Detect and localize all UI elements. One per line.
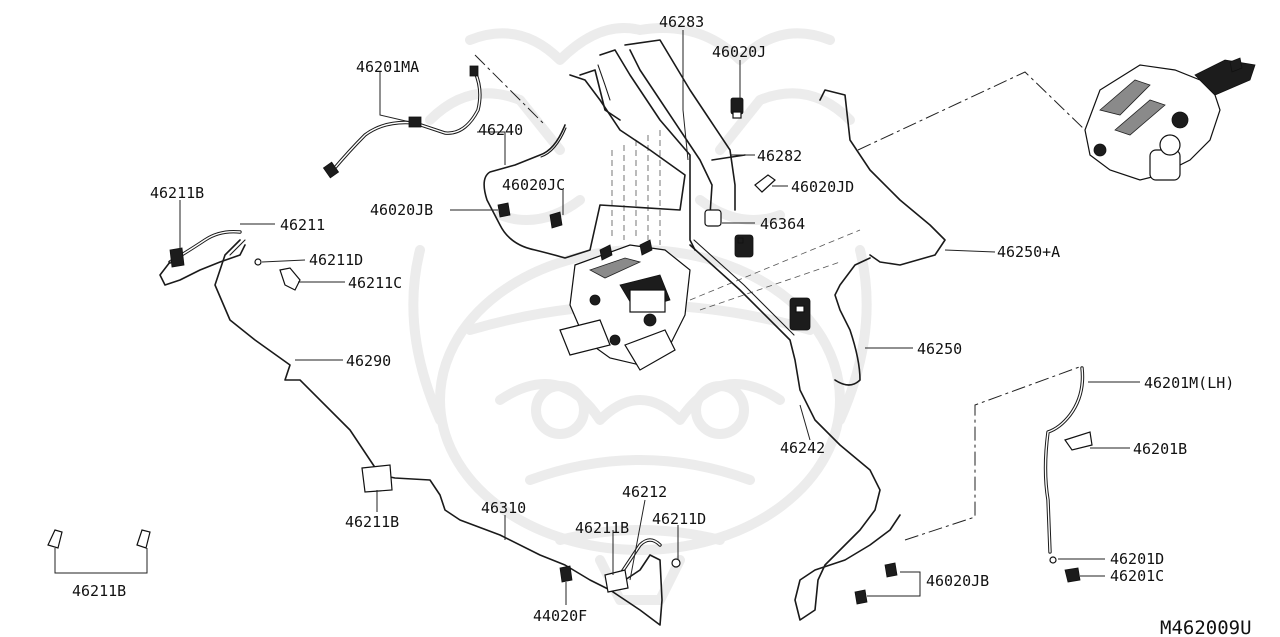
watermark-emblem (408, 23, 872, 605)
label-46211D-bottom: 46211D (652, 510, 706, 528)
label-46201C: 46201C (1110, 567, 1164, 585)
label-46020J: 46020J (712, 43, 766, 61)
clip-46020JB-b1 (884, 562, 898, 578)
master-cylinder (1084, 57, 1256, 181)
bolt-46211C (279, 267, 301, 291)
pipe-46250A (819, 89, 946, 266)
label-46283: 46283 (659, 13, 704, 31)
label-46020JC: 46020JC (502, 176, 565, 194)
label-46240: 46240 (478, 121, 523, 139)
label-46211C: 46211C (348, 274, 402, 292)
bracket-46211B-b (361, 464, 393, 493)
clip-46020JB-a (497, 202, 511, 218)
label-46212: 46212 (622, 483, 667, 501)
part-46364 (704, 209, 754, 258)
label-46250: 46250 (917, 340, 962, 358)
clip-46020JD (754, 174, 776, 193)
label-46290: 46290 (346, 352, 391, 370)
clip-46211B-left (47, 529, 63, 549)
label-44020F: 44020F (533, 607, 587, 625)
label-46201D: 46201D (1110, 550, 1164, 568)
label-46020JB-top: 46020JB (370, 201, 433, 219)
part-labels: 46283 46020J 46201MA 46240 46282 46020JC… (72, 13, 1252, 637)
label-46020JD: 46020JD (791, 178, 854, 196)
hose-46201M-LH (1043, 366, 1085, 554)
components (47, 57, 1256, 605)
reference-lines (474, 54, 1086, 541)
label-46250A: 46250+A (997, 243, 1060, 261)
clip-44020F (559, 565, 573, 583)
pipe-46250 (834, 257, 871, 386)
bracket-46211B-c (604, 569, 629, 593)
bracket-46211B-a (169, 247, 185, 268)
brake-pipes (159, 39, 1085, 626)
abs-actuator (559, 239, 691, 371)
bracket-46250 (789, 297, 811, 331)
washer-46201D (1049, 556, 1057, 564)
leader-lines (54, 30, 1140, 605)
label-46211: 46211 (280, 216, 325, 234)
label-46211B-right: 46211B (575, 519, 629, 537)
label-46201M-LH: 46201M(LH) (1144, 374, 1234, 392)
clip-46020JB-b2 (854, 589, 868, 605)
label-46282: 46282 (757, 147, 802, 165)
bolt-46201C (1064, 567, 1081, 583)
label-46242: 46242 (780, 439, 825, 457)
diagram-code: M462009U (1160, 617, 1252, 637)
label-46201B: 46201B (1133, 440, 1187, 458)
clip-46020J (730, 97, 744, 119)
label-46211D-top: 46211D (309, 251, 363, 269)
label-46201MA: 46201MA (356, 58, 419, 76)
label-46211B-bottom-left: 46211B (72, 582, 126, 600)
clip-46211B-right (136, 529, 151, 549)
label-46310: 46310 (481, 499, 526, 517)
label-46211B-top: 46211B (150, 184, 204, 202)
pipe-46242 (689, 244, 901, 621)
label-46211B-center: 46211B (345, 513, 399, 531)
washer-46211D-b (671, 558, 681, 568)
washer-46211D-a (254, 258, 262, 266)
bracket-46201B (1064, 431, 1093, 451)
label-46020JB-bottom: 46020JB (926, 572, 989, 590)
pipe-46283 (624, 39, 736, 211)
pipe-46290 (214, 239, 663, 626)
clip-46020JC (549, 211, 563, 229)
pipe-46240 (483, 74, 686, 259)
label-46364: 46364 (760, 215, 805, 233)
